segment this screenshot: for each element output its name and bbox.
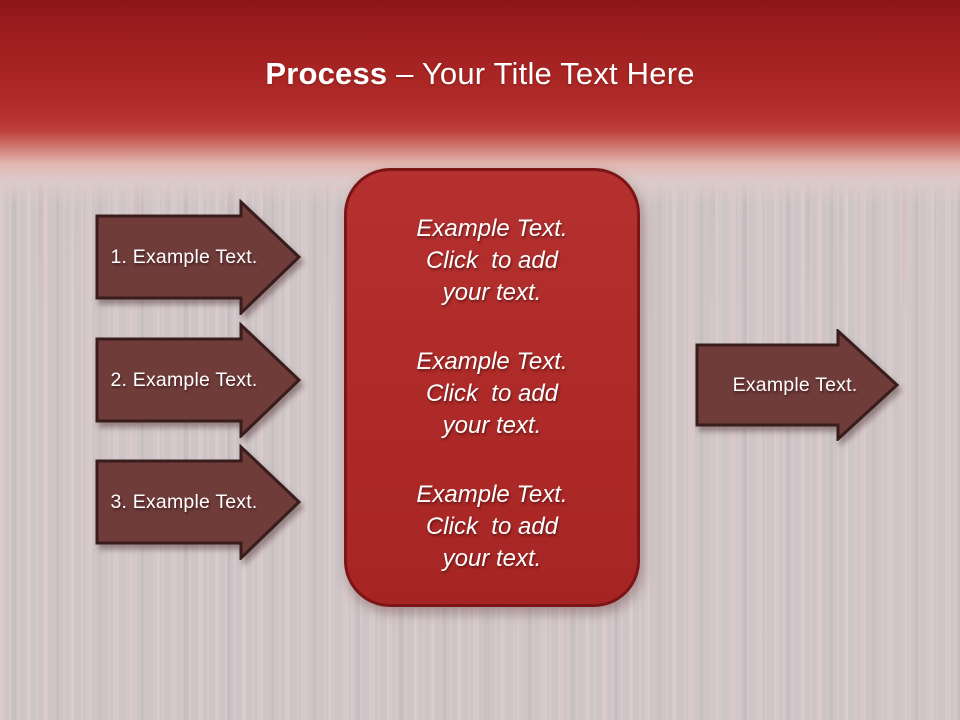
title-keyword: Process bbox=[265, 56, 388, 91]
arrow-right-icon bbox=[95, 444, 302, 560]
arrow-right-icon bbox=[95, 322, 302, 438]
slide-title: Process – Your Title Text Here bbox=[0, 54, 960, 94]
output-arrow[interactable]: Example Text. bbox=[694, 329, 900, 441]
text-line: Example Text. bbox=[416, 214, 568, 242]
arrow-right-icon bbox=[95, 199, 302, 315]
text-block-1: Example Text. Click to add your text. bbox=[416, 213, 567, 309]
arrow-right-icon bbox=[695, 329, 900, 441]
process-step-1-arrow[interactable]: 1. Example Text. bbox=[94, 199, 302, 315]
text-line: Click to add bbox=[425, 246, 559, 274]
text-line: your text. bbox=[442, 411, 542, 439]
text-line: Example Text. bbox=[416, 347, 568, 375]
center-text-box[interactable]: Example Text. Click to add your text. Ex… bbox=[344, 168, 640, 607]
text-line: your text. bbox=[442, 278, 542, 306]
process-step-3-arrow[interactable]: 3. Example Text. bbox=[94, 444, 302, 560]
text-line: your text. bbox=[442, 544, 542, 572]
text-line: Example Text. bbox=[416, 480, 568, 508]
title-rest: – Your Title Text Here bbox=[387, 56, 695, 91]
text-line: Click to add bbox=[425, 379, 559, 407]
process-step-2-arrow[interactable]: 2. Example Text. bbox=[94, 322, 302, 438]
text-line: Click to add bbox=[425, 512, 559, 540]
text-block-2: Example Text. Click to add your text. bbox=[416, 346, 567, 442]
text-block-3: Example Text. Click to add your text. bbox=[416, 479, 567, 575]
